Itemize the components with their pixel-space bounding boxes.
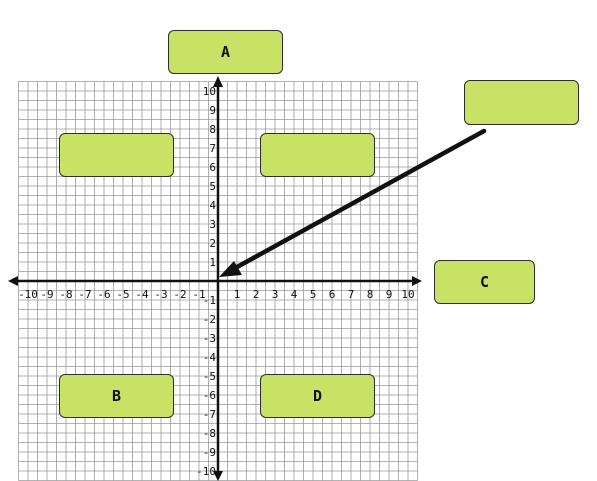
- x-tick-label: -3: [154, 288, 167, 301]
- y-tick-label: -10: [196, 465, 216, 478]
- label-box-quadrant-i[interactable]: [260, 133, 375, 177]
- x-tick-label: -7: [78, 288, 91, 301]
- x-tick-label: -9: [40, 288, 53, 301]
- y-tick-label: -1: [203, 294, 216, 307]
- y-tick-label: 3: [209, 218, 216, 231]
- y-tick-label: -2: [203, 313, 216, 326]
- x-axis-arrowhead-left: [8, 276, 18, 286]
- y-tick-label: -3: [203, 332, 216, 345]
- label-box-right[interactable]: C: [434, 260, 535, 304]
- y-tick-label: -9: [203, 446, 216, 459]
- y-tick-label: 8: [209, 123, 216, 136]
- label-box-top[interactable]: A: [168, 30, 283, 74]
- y-tick-label: -8: [203, 427, 216, 440]
- y-tick-label: -6: [203, 389, 216, 402]
- x-tick-label: 10: [401, 288, 414, 301]
- y-tick-label: 6: [209, 161, 216, 174]
- pointer-arrowhead: [219, 261, 242, 277]
- x-tick-label: 6: [329, 288, 336, 301]
- x-tick-label: -2: [173, 288, 186, 301]
- y-tick-label: 1: [209, 256, 216, 269]
- x-tick-label: 3: [272, 288, 279, 301]
- label-box-quadrant-iii[interactable]: B: [59, 374, 174, 418]
- x-tick-label: -6: [97, 288, 110, 301]
- y-tick-label: 9: [209, 104, 216, 117]
- x-tick-label: -10: [18, 288, 38, 301]
- axes: [8, 76, 422, 481]
- x-tick-label: 9: [386, 288, 393, 301]
- x-tick-label: 2: [253, 288, 260, 301]
- pointer-arrow: [219, 128, 487, 277]
- x-tick-label: -4: [135, 288, 149, 301]
- x-tick-label: 8: [367, 288, 374, 301]
- y-tick-label: 5: [209, 180, 216, 193]
- x-tick-label: -5: [116, 288, 129, 301]
- x-tick-label: -1: [192, 288, 205, 301]
- x-tick-label: 7: [348, 288, 355, 301]
- y-tick-label: -7: [203, 408, 216, 421]
- x-tick-label: 5: [310, 288, 317, 301]
- label-box-origin-pointer[interactable]: [464, 80, 579, 125]
- x-tick-label: 1: [234, 288, 241, 301]
- x-tick-label: 4: [291, 288, 298, 301]
- y-tick-label: -4: [203, 351, 217, 364]
- label-box-quadrant-iv[interactable]: D: [260, 374, 375, 418]
- x-axis-arrowhead-right: [412, 276, 422, 286]
- label-box-quadrant-ii[interactable]: [59, 133, 174, 177]
- y-axis-arrowhead-bottom: [213, 471, 223, 481]
- y-axis-arrowhead-top: [213, 76, 223, 87]
- y-tick-label: -5: [203, 370, 216, 383]
- y-tick-label: 7: [209, 142, 216, 155]
- pointer-arrow-shaft: [225, 128, 487, 275]
- x-tick-label: -8: [59, 288, 72, 301]
- y-tick-label: 4: [209, 199, 216, 212]
- y-tick-label: 10: [203, 85, 216, 98]
- y-tick-label: 2: [209, 237, 216, 250]
